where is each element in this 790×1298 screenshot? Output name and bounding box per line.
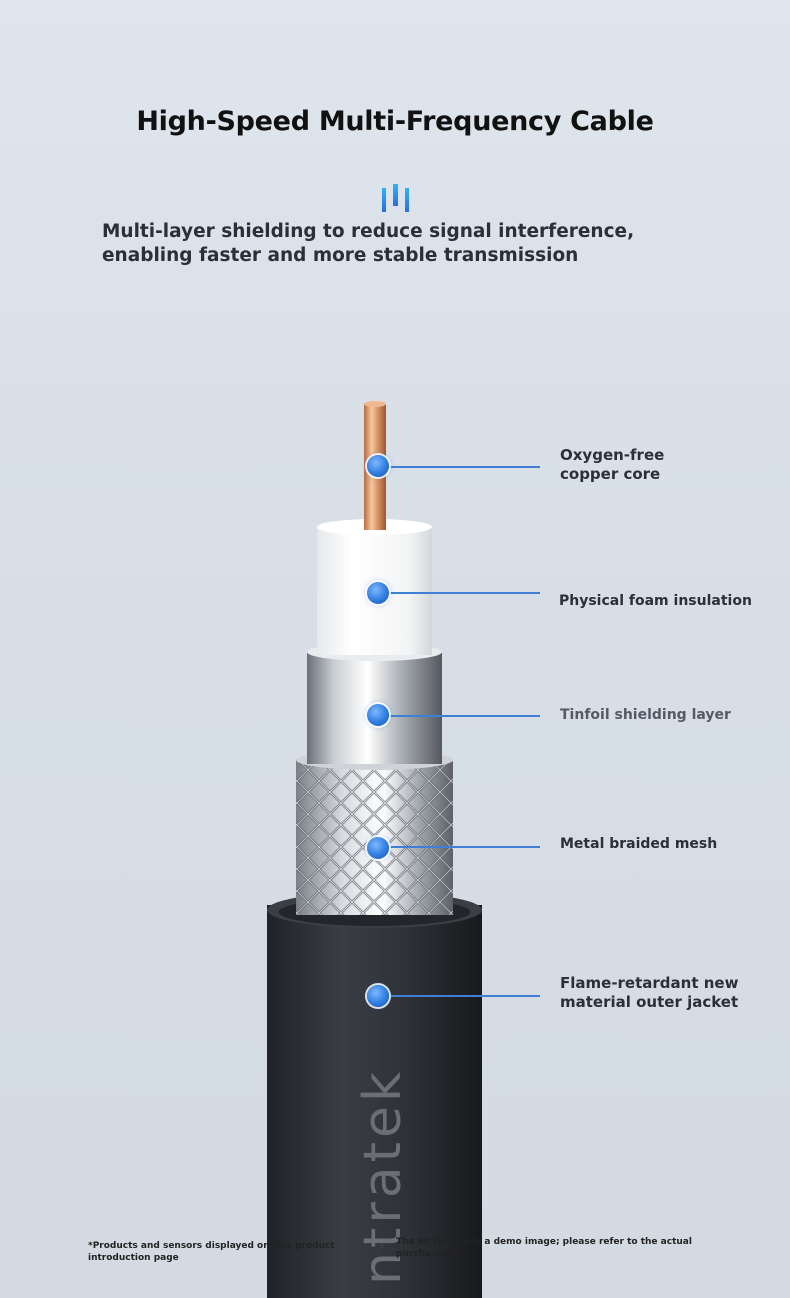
callout-line-copper xyxy=(380,466,540,468)
jacket-print-text: ntratek xyxy=(353,1068,413,1285)
label-outer-jacket: Flame-retardant new material outer jacke… xyxy=(560,974,739,1011)
callout-dot-jacket xyxy=(367,985,389,1007)
callout-line-foil xyxy=(380,715,540,717)
footer-right-note: The en terface is a demo image; please r… xyxy=(396,1237,692,1259)
callout-line-foam xyxy=(380,592,540,594)
callout-dot-foil xyxy=(367,704,389,726)
footer-left-note: *Products and sensors displayed on this … xyxy=(88,1241,335,1263)
label-braided-mesh: Metal braided mesh xyxy=(560,836,718,852)
label-foam-insulation: Physical foam insulation xyxy=(559,593,752,609)
label-tinfoil-layer: Tinfoil shielding layer xyxy=(560,707,731,723)
bolt-icon: ⚡ xyxy=(378,1240,386,1253)
callout-dot-foam xyxy=(367,582,389,604)
page-subtitle: Multi-layer shielding to reduce signal i… xyxy=(102,221,635,266)
page-title: High-Speed Multi-Frequency Cable xyxy=(136,106,654,137)
label-copper-core: Oxygen-free copper core xyxy=(560,446,665,483)
callout-line-braid xyxy=(380,846,540,848)
callout-dot-braid xyxy=(367,837,389,859)
callout-line-jacket xyxy=(380,995,540,997)
outer-jacket xyxy=(267,905,482,1298)
callout-dot-copper xyxy=(367,455,389,477)
brand-mark-icon xyxy=(382,184,409,212)
